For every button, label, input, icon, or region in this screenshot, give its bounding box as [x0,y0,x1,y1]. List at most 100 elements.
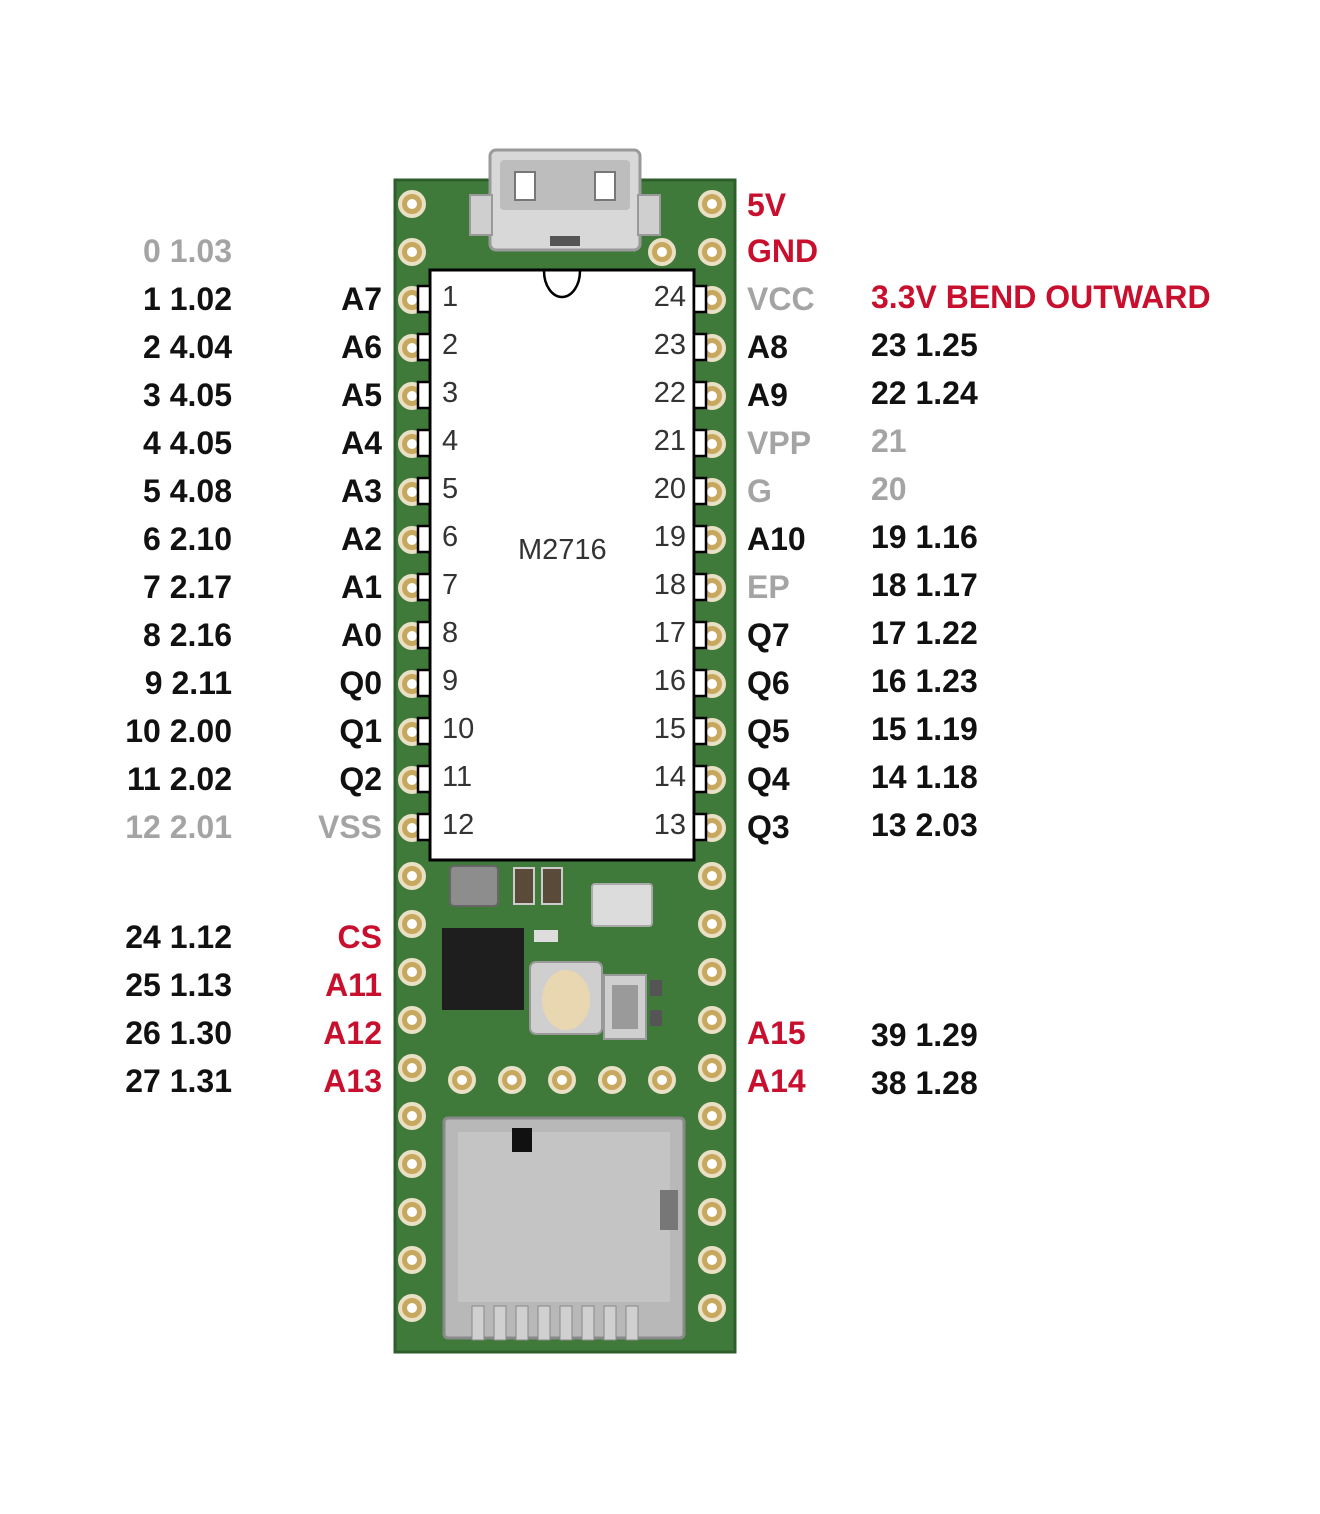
right-mapping-label: 22 1.24 [871,375,978,411]
pad-hole [707,583,717,593]
left-pin-label: A2 [341,521,382,557]
sd-contact [493,1305,507,1341]
right-mapping-label: 17 1.22 [871,615,978,651]
pad-hole [707,727,717,737]
right-pin-label: EP [747,569,790,605]
extra-left-pin-label: A12 [323,1015,382,1051]
left-mapping-label: 6 2.10 [143,521,232,557]
left-pin-label: A7 [341,281,382,317]
chip-pin-number: 12 [442,809,475,841]
right-pin-label: VCC [747,281,815,317]
right-pin-label: Q3 [747,809,790,845]
pad-hole [707,199,717,209]
chip-leg-left [416,332,432,362]
chip-leg-left [416,572,432,602]
chip-pin-number: 17 [653,617,686,649]
chip-pin-number: 14 [653,761,686,793]
smd-components [442,865,662,1040]
extra-left-pin-label: A13 [323,1063,382,1099]
chip-pin-number: 13 [653,809,686,841]
right-mapping-label: 16 1.23 [871,663,978,699]
right-mapping-label: 18 1.17 [871,567,978,603]
pad-hole [707,871,717,881]
extra-right-mapping-label: 38 1.28 [871,1065,978,1101]
chip-leg-right [692,620,708,650]
chip-pin-number: 4 [442,425,459,457]
right-mapping-label: 3.3V BEND OUTWARD [871,279,1211,315]
pad-hole [407,631,417,641]
pad-hole [407,199,417,209]
pad-hole [707,439,717,449]
pad-hole [407,343,417,353]
chip-leg-right [692,572,708,602]
right-pin-label: A8 [747,329,788,365]
extra-right-pin-label: A14 [747,1063,806,1099]
chip-leg-right [692,716,708,746]
pad-hole [707,343,717,353]
chip-pin-number: 18 [653,569,686,601]
sd-contact [625,1305,639,1341]
pad-hole [407,439,417,449]
right-mapping-label: 15 1.19 [871,711,978,747]
left-mapping-label: 8 2.16 [143,617,232,653]
chip-pin-number: 8 [442,617,459,649]
pad-hole [407,967,417,977]
left-pin-label: A1 [341,569,382,605]
right-mapping-label: 19 1.16 [871,519,978,555]
sd-card-socket-icon [442,1116,686,1341]
left-mapping-label: 0 1.03 [143,233,232,269]
chip-pin-number: 19 [653,521,686,553]
chip-leg-left [416,524,432,554]
pad-hole [557,1075,567,1085]
chip-leg-left [416,668,432,698]
chip-pin-number: 23 [653,329,686,361]
pad-hole [407,775,417,785]
chip-pin-number: 21 [653,425,686,457]
chip-leg-right [692,524,708,554]
pad-hole [707,247,717,257]
chip-leg-left [416,284,432,314]
right-pin-label: A10 [747,521,806,557]
pad-hole [707,1111,717,1121]
sd-contact [559,1305,573,1341]
extra-left-mapping-label: 26 1.30 [125,1015,232,1051]
left-mapping-label: 11 2.02 [127,761,232,797]
left-pin-label: Q1 [339,713,382,749]
left-pin-label: Q0 [339,665,382,701]
pad-hole [407,583,417,593]
pad-hole [657,247,667,257]
chip-leg-right [692,284,708,314]
left-pin-label: VSS [317,809,382,845]
pad-hole [407,391,417,401]
pad-hole [407,1015,417,1025]
extra-right-mapping-label: 39 1.29 [871,1017,978,1053]
chip-leg-left [416,620,432,650]
left-pin-label: A0 [341,617,382,653]
extra-left-mapping-label: 25 1.13 [125,967,232,1003]
pad-hole [707,679,717,689]
sd-contact [537,1305,551,1341]
chip-leg-right [692,764,708,794]
pad-hole [707,1255,717,1265]
left-mapping-label: 7 2.17 [143,569,232,605]
pad-hole [407,823,417,833]
right-mapping-label: 23 1.25 [871,327,978,363]
chip-pin-number: 5 [442,473,459,505]
chip-leg-left [416,764,432,794]
chip-leg-right [692,812,708,842]
left-mapping-label: 1 1.02 [143,281,232,317]
pad-hole [407,487,417,497]
pad-hole [707,1159,717,1169]
pad-hole [407,1111,417,1121]
right-pin-label: G [747,473,772,509]
left-mapping-label: 12 2.01 [125,809,232,845]
chip-pin-number: 7 [442,569,459,601]
pad-hole [707,919,717,929]
chip-pin-number: 16 [653,665,686,697]
chip-pin-number: 20 [653,473,686,505]
chip-pin-number: 3 [442,377,459,409]
pad-hole [707,1015,717,1025]
pad-hole [407,1255,417,1265]
left-pin-label: Q2 [339,761,382,797]
